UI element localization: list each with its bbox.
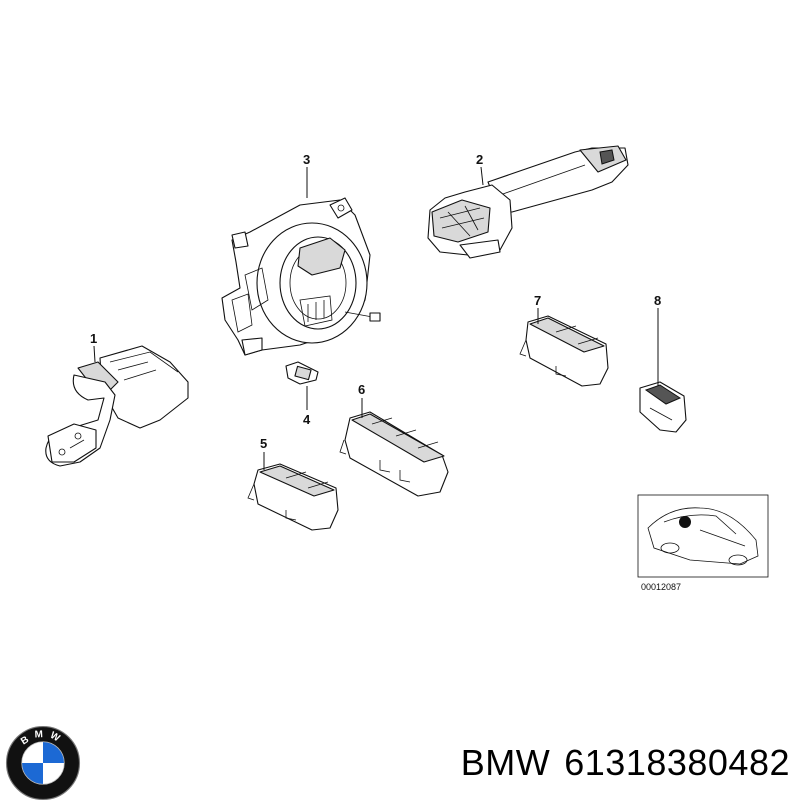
vehicle-location-inset: [637, 494, 769, 578]
diagram-reference-number: 00012087: [641, 582, 681, 592]
part-1-cruise-stalk: [45, 345, 189, 467]
brand-part-caption: BMW 61318380482: [447, 742, 790, 784]
part-3-contact-ring: [221, 197, 381, 356]
callout-5: 5: [260, 436, 267, 451]
part-8-single-switch: [639, 381, 687, 433]
callout-1: 1: [90, 331, 97, 346]
callout-7: 7: [534, 293, 541, 308]
callout-3: 3: [303, 152, 310, 167]
part-7-switch-block: [519, 315, 609, 387]
bmw-logo-icon: BMW: [5, 725, 81, 801]
part-5-switch-block: [247, 463, 339, 531]
part-6-switch-block: [339, 411, 449, 497]
brand-name: BMW: [460, 742, 551, 783]
callout-6: 6: [358, 382, 365, 397]
part-number: 61318380482: [564, 742, 790, 783]
callout-8: 8: [654, 293, 661, 308]
part-4-pin: [285, 361, 319, 385]
part-2-stalk-switch: [427, 145, 629, 259]
callout-2: 2: [476, 152, 483, 167]
location-marker-icon: [679, 516, 691, 528]
callout-4: 4: [303, 412, 311, 427]
